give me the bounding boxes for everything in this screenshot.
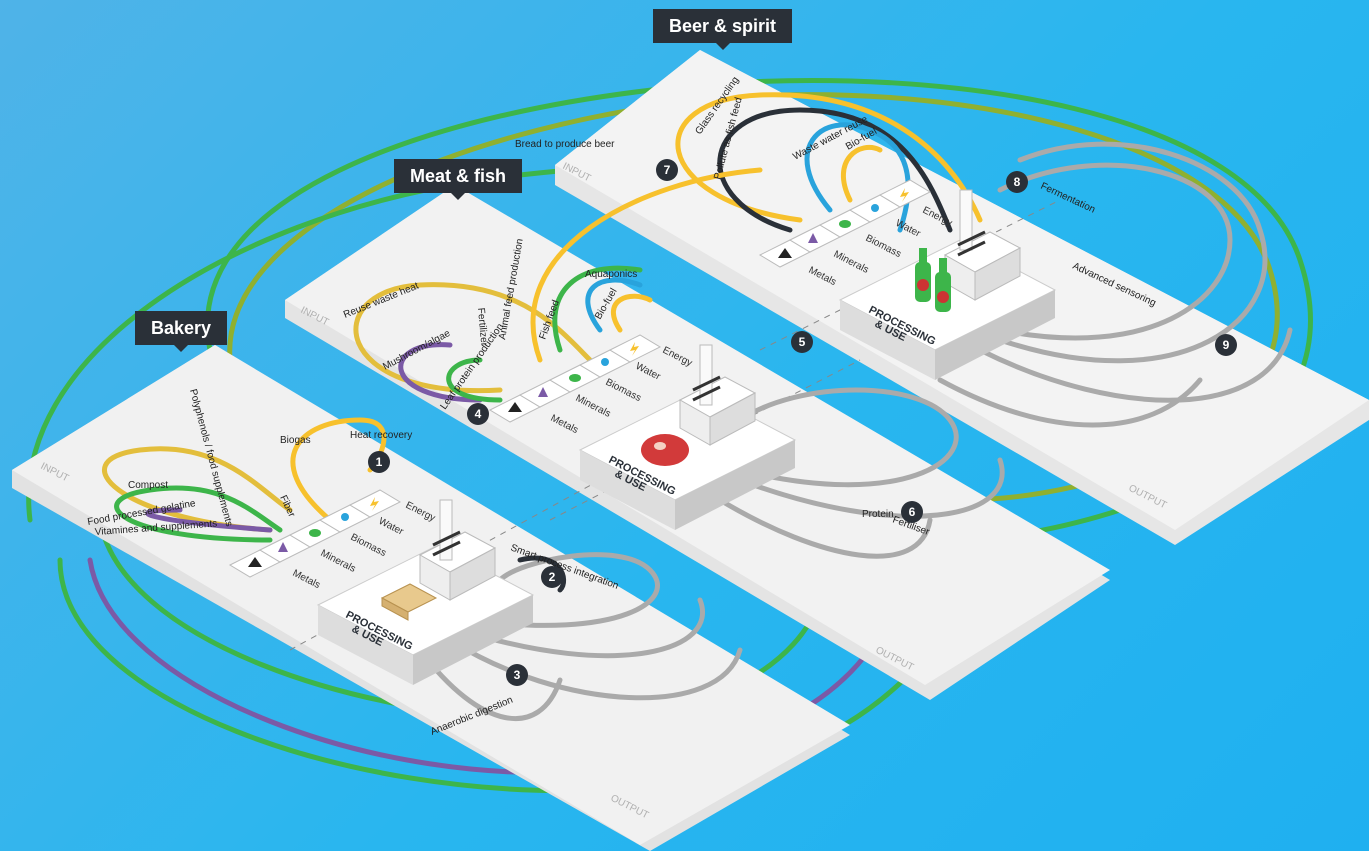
- bakery-loops: [102, 417, 743, 721]
- svg-text:2: 2: [549, 570, 556, 584]
- svg-text:8: 8: [1014, 175, 1021, 189]
- meat-loops: [353, 167, 1005, 559]
- leaf-icon: [569, 374, 581, 382]
- label-biogas: Biogas: [280, 435, 311, 446]
- label-compost: Compost: [128, 480, 168, 491]
- triangle-icon: [508, 402, 522, 412]
- bakery-tag: Bakery: [135, 311, 228, 352]
- svg-text:7: 7: [664, 163, 671, 177]
- svg-text:3: 3: [514, 668, 521, 682]
- label-fertilizer: Fertilizer: [475, 307, 489, 347]
- flask-icon: [278, 542, 288, 552]
- svg-text:5: 5: [799, 335, 806, 349]
- marker-7: 7: [656, 159, 678, 181]
- bread-icon: [380, 583, 438, 621]
- bakery-input-boxes: [228, 489, 402, 578]
- meat-fish-tag: Meat & fish: [394, 159, 523, 200]
- marker-6: 6: [901, 501, 923, 523]
- marker-8: 8: [1006, 171, 1028, 193]
- label-bread-beer: Bread to produce beer: [515, 139, 615, 150]
- leaf-icon: [309, 529, 321, 537]
- lightning-icon: [900, 188, 909, 202]
- marker-3: 3: [506, 664, 528, 686]
- flask-icon: [808, 233, 818, 243]
- label-fermentation: Fermentation: [1039, 181, 1097, 216]
- label-heat-recovery: Heat recovery: [350, 430, 412, 441]
- marker-4: 4: [467, 403, 489, 425]
- triangle-icon: [778, 248, 792, 258]
- svg-text:4: 4: [475, 407, 482, 421]
- marker-1: 1: [368, 451, 390, 473]
- label-aquaponics: Aquaponics: [585, 269, 637, 280]
- marker-9: 9: [1215, 334, 1237, 356]
- beer-bottle-icon: [915, 248, 951, 312]
- markers: 1 2 3 4 5 6 7 8 9: [368, 159, 1237, 686]
- water-drop-icon: [601, 358, 609, 366]
- water-drop-icon: [871, 204, 879, 212]
- triangle-icon: [248, 557, 262, 567]
- beer-spirit-tag: Beer & spirit: [653, 9, 793, 50]
- beer-machine: PROCESSING & USE Energy Water Biomass Mi…: [758, 179, 1057, 380]
- steak-icon: [641, 434, 689, 466]
- svg-text:9: 9: [1223, 338, 1230, 352]
- leaf-icon: [839, 220, 851, 228]
- marker-2: 2: [541, 566, 563, 588]
- factory-icon: [418, 499, 497, 601]
- meat-input-boxes: [488, 334, 662, 423]
- factory-icon: [678, 344, 757, 446]
- factory-icon: [943, 189, 1022, 301]
- label-protein: Protein: [862, 509, 894, 520]
- beer-loops: [675, 92, 1293, 428]
- flask-icon: [538, 387, 548, 397]
- beer-input-boxes: [758, 179, 932, 268]
- lightning-icon: [370, 497, 379, 511]
- lightning-icon: [630, 342, 639, 356]
- water-drop-icon: [341, 513, 349, 521]
- svg-text:1: 1: [376, 455, 383, 469]
- marker-5: 5: [791, 331, 813, 353]
- svg-text:6: 6: [909, 505, 916, 519]
